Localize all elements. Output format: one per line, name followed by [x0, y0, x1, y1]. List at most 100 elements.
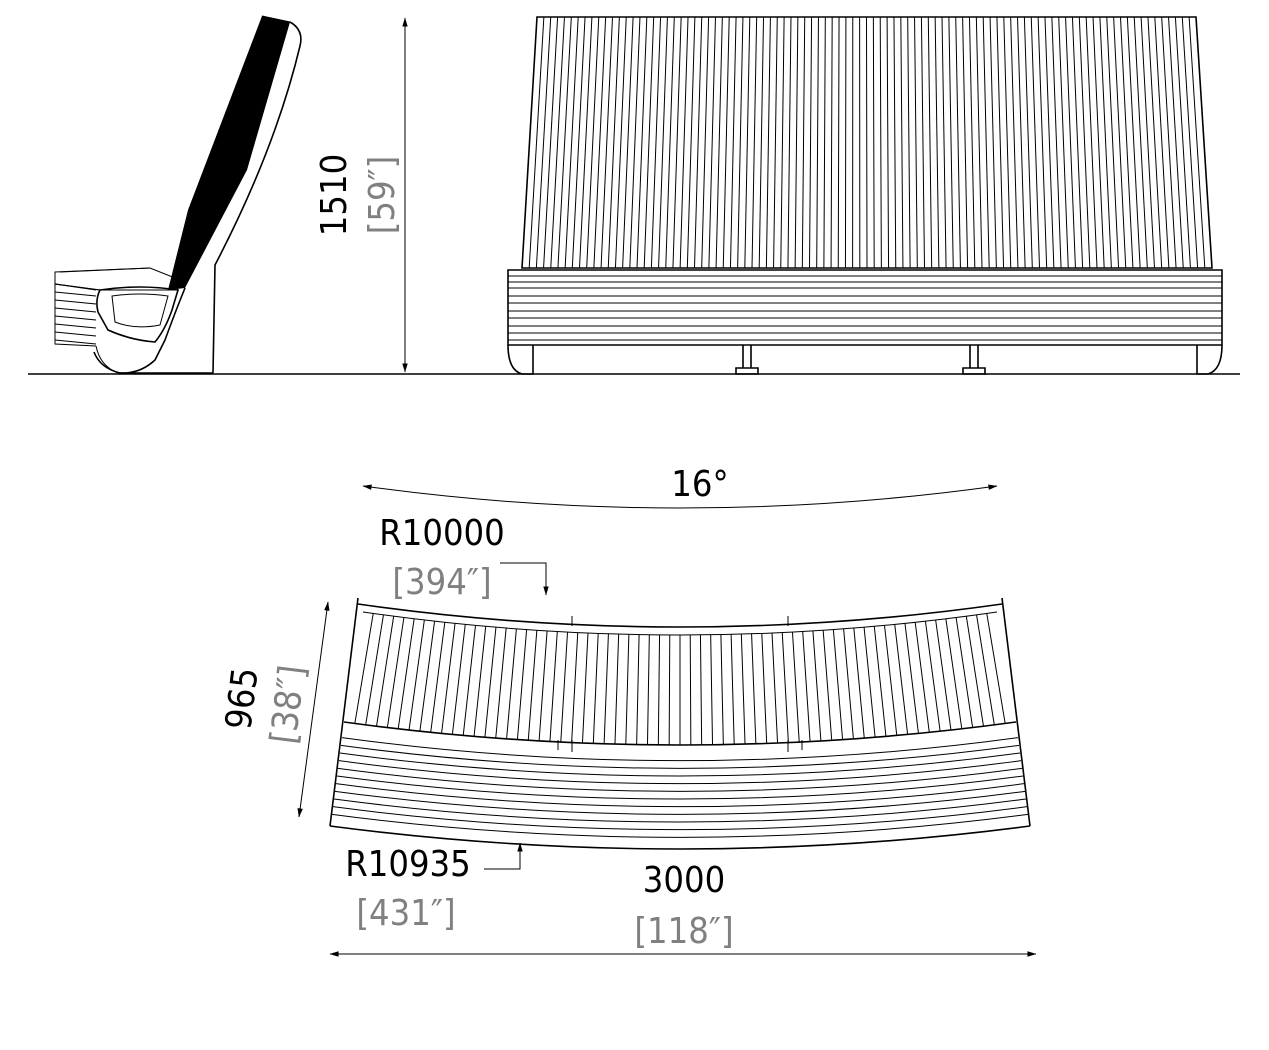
front-backrest-slat [975, 16, 983, 269]
plan-backrest-slat [636, 634, 640, 745]
front-backrest-slat [1188, 16, 1206, 269]
plan-backrest-slat [451, 624, 466, 735]
plan-backrest-slat [419, 621, 436, 732]
plan-backrest-slat [935, 619, 952, 731]
height-label-inch: [59″] [362, 156, 403, 235]
front-backrest-slat [816, 16, 819, 269]
front-leg-2 [962, 345, 986, 375]
front-backrest-slat [708, 16, 716, 269]
plan-seat-slat [332, 806, 1028, 831]
front-backrest-slat [658, 16, 668, 269]
plan-seat-slat [334, 790, 1026, 815]
plan-backrest-slat [657, 634, 661, 745]
plan-backrest-slat [904, 623, 919, 734]
front-backrest-slat [543, 16, 559, 269]
front-backrest-slat [643, 16, 655, 269]
front-backrest-slat [650, 16, 662, 269]
plan-backrest-slat [924, 621, 941, 732]
front-backrest-slat [996, 16, 1005, 269]
front-backrest-slat [787, 16, 792, 269]
front-backrest-slat [823, 16, 826, 269]
inner-radius-leader [500, 562, 549, 596]
plan-backrest-slat [473, 626, 487, 737]
front-backrest-slat [607, 16, 620, 269]
front-backrest-slat [1133, 16, 1148, 269]
length-label-mm: 3000 [643, 860, 725, 901]
plan-backrest-slat [873, 626, 887, 737]
plan-backrest-slat [955, 617, 974, 728]
plan-backrest-slat [354, 613, 374, 724]
front-backrest-slat [535, 16, 552, 269]
plan-backrest-slat [812, 630, 822, 741]
side-frame-outline [212, 21, 302, 374]
plan-right-end [1001, 597, 1031, 827]
depth-dimension-line [297, 601, 330, 818]
plan-backrest-slat [376, 616, 395, 727]
plan-backrest-slat [495, 628, 507, 739]
side-backrest-slats [168, 16, 290, 290]
plan-backrest-slat [549, 631, 558, 742]
plan-backrest-slat [945, 618, 963, 729]
front-backrest-slat [758, 16, 765, 269]
outer-radius-label-inch: [431″] [356, 893, 455, 934]
plan-backrest-slat [506, 628, 517, 739]
front-backrest-slat [571, 16, 586, 269]
side-armrest-loop [96, 286, 180, 343]
plan-backrest-slat [740, 634, 746, 745]
front-backrest-slat [1023, 16, 1033, 269]
front-backrest-slat [672, 16, 682, 269]
plan-backrest-slat [771, 633, 779, 744]
plan-backrest-slat [730, 634, 735, 745]
plan-backrest-slat [592, 633, 599, 744]
plan-backrest-slat [822, 630, 833, 741]
front-backrest-slat [579, 16, 593, 269]
plan-backrest-slat [894, 624, 909, 735]
plan-backrest-slat [976, 614, 995, 725]
plan-backrest-slat [365, 614, 384, 725]
plan-backrest-slat [699, 634, 703, 745]
plan-backrest-slat [462, 625, 476, 736]
front-backrest-slat [1181, 16, 1199, 269]
inner-radius-label-mm: R10000 [379, 513, 505, 554]
front-backrest-slat [1106, 16, 1120, 269]
front-backrest-slat [586, 16, 600, 269]
plan-backrest-slat [538, 630, 548, 741]
plan-back-edge [357, 603, 1003, 628]
plan-backrest-slat [441, 623, 456, 734]
angle-label: 16° [671, 464, 728, 505]
front-backrest-slat [694, 16, 703, 269]
front-backrest-slat [729, 16, 737, 269]
front-backrest-slat [1037, 16, 1048, 269]
front-backrest-slat [1099, 16, 1112, 269]
front-backrest-slat [1161, 16, 1177, 269]
plan-seat-slat [336, 775, 1024, 800]
front-left-support [507, 344, 534, 375]
plan-backrest-slat [527, 630, 538, 741]
front-backrest-slat [1126, 16, 1141, 269]
plan-backrest-slat [571, 632, 579, 743]
plan-backrest-slat [668, 634, 671, 745]
front-backrest-slat [893, 16, 897, 269]
front-backrest-slat [927, 16, 933, 269]
plan-backrest-slat [843, 628, 854, 739]
plan-seat-slat [335, 783, 1025, 808]
plan-backrest-slat [710, 634, 714, 745]
outer-radius-label-mm: R10935 [345, 844, 471, 885]
front-backrest-slat [872, 16, 875, 269]
front-backrest-slat [1154, 16, 1170, 269]
front-backrest-slat [1078, 16, 1091, 269]
plan-backrest-slat [408, 619, 425, 731]
front-backrest-slat [1092, 16, 1105, 269]
front-backrest-slat [1168, 16, 1184, 269]
front-backrest-slat [744, 16, 751, 269]
front-backrest-slat [907, 16, 911, 269]
length-label-inch: [118″] [634, 911, 733, 952]
front-backrest-slats [528, 16, 1206, 269]
plan-backrest-slat [761, 633, 768, 744]
plan-view: 16° R10000 [394″] 965 [38″] R10935 [431″… [218, 464, 1037, 957]
plan-backrest-slat [884, 625, 898, 736]
plan-seat-slat [339, 752, 1021, 777]
front-backrest-slat [941, 16, 947, 269]
plan-backrest-slat [720, 634, 724, 745]
